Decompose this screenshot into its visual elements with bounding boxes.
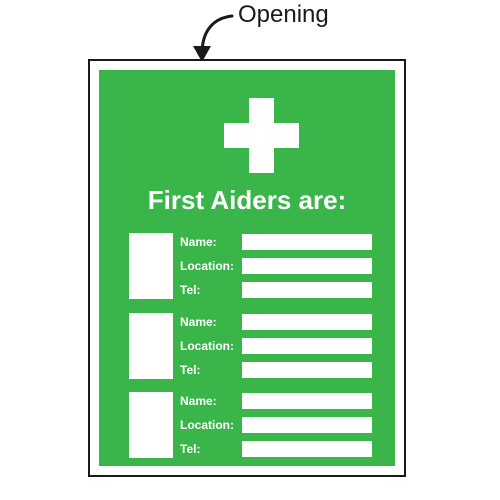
sign-holder-frame: First Aiders are: Name: Location: Tel: N… (88, 59, 406, 477)
tel-blank-field (242, 282, 372, 298)
name-row: Name: (180, 233, 380, 251)
location-row: Location: (180, 416, 380, 434)
name-label: Name: (180, 394, 217, 408)
tel-row: Tel: (180, 361, 380, 379)
tel-label: Tel: (180, 442, 201, 456)
name-blank-field (242, 314, 372, 330)
tel-row: Tel: (180, 281, 380, 299)
name-blank-field (242, 234, 372, 250)
location-blank-field (242, 338, 372, 354)
photo-placeholder (129, 392, 173, 458)
location-blank-field (242, 258, 372, 274)
tel-blank-field (242, 362, 372, 378)
location-label: Location: (180, 418, 234, 432)
curved-arrow-down-icon (193, 14, 234, 62)
name-blank-field (242, 393, 372, 409)
name-label: Name: (180, 235, 217, 249)
tel-blank-field (242, 441, 372, 457)
tel-label: Tel: (180, 363, 201, 377)
first-aid-sign: First Aiders are: Name: Location: Tel: N… (99, 70, 395, 466)
photo-placeholder (129, 313, 173, 379)
photo-placeholder (129, 233, 173, 299)
tel-row: Tel: (180, 440, 380, 458)
tel-label: Tel: (180, 283, 201, 297)
first-aid-cross-icon (224, 98, 299, 173)
name-row: Name: (180, 313, 380, 331)
location-row: Location: (180, 257, 380, 275)
name-row: Name: (180, 392, 380, 410)
location-label: Location: (180, 339, 234, 353)
first-aider-entry: Name: Location: Tel: (129, 233, 379, 299)
sign-heading: First Aiders are: (147, 185, 347, 215)
first-aider-entry: Name: Location: Tel: (129, 313, 379, 379)
name-label: Name: (180, 315, 217, 329)
first-aider-entry: Name: Location: Tel: (129, 392, 379, 458)
opening-callout-label: Opening (238, 1, 329, 28)
location-row: Location: (180, 337, 380, 355)
location-label: Location: (180, 259, 234, 273)
location-blank-field (242, 417, 372, 433)
